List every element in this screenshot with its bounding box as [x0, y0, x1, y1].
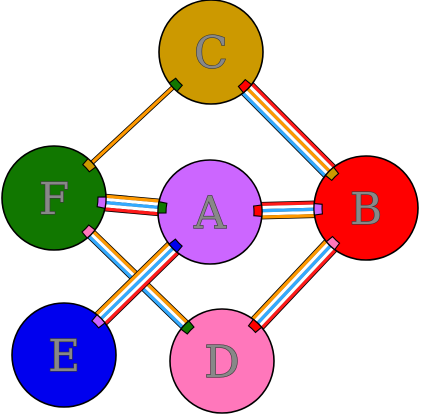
port-c-to-f [168, 77, 184, 93]
ports-layer [81, 77, 341, 335]
node-label-a: A [193, 188, 227, 239]
port-f-to-a [96, 196, 107, 209]
labels-layer: C F A B E D [38, 27, 383, 388]
port-d-to-f [180, 320, 195, 335]
port-b-to-d [325, 235, 341, 251]
node-label-c: C [194, 28, 228, 79]
port-c-to-b [237, 78, 253, 94]
node-label-d: D [204, 337, 239, 388]
node-label-e: E [48, 331, 80, 382]
node-label-f: F [39, 174, 70, 225]
port-f-to-c [81, 157, 97, 173]
port-f-to-d [81, 224, 96, 239]
node-d[interactable] [169, 308, 275, 414]
port-a-to-b [252, 204, 263, 217]
port-a-to-e [168, 238, 183, 254]
node-e[interactable] [11, 302, 117, 408]
port-e-to-a [91, 313, 106, 329]
port-d-to-b [247, 318, 263, 334]
port-b-to-a [313, 203, 324, 216]
port-a-to-f [157, 201, 168, 214]
node-label-b: B [350, 184, 382, 235]
node-c[interactable] [158, 0, 264, 105]
port-b-to-c [324, 166, 340, 182]
